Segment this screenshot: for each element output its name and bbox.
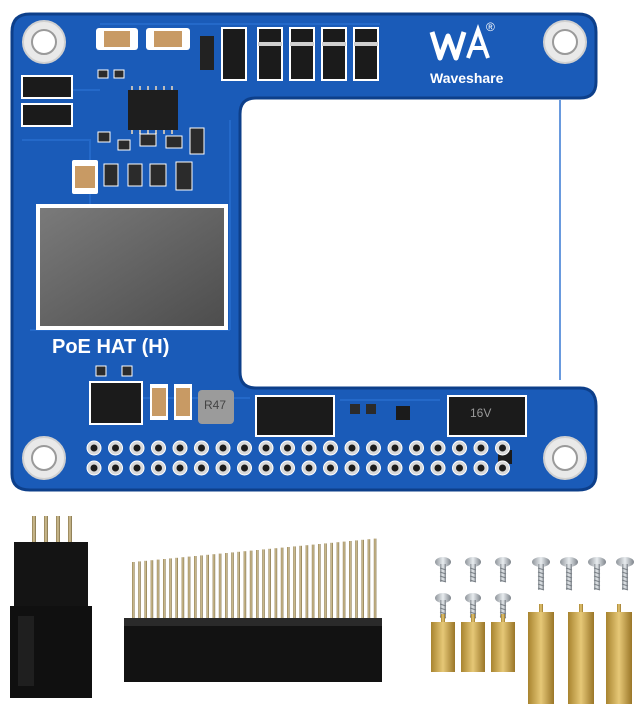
header-pin [305,545,309,620]
header-pin [175,557,178,620]
header-pin [268,548,271,620]
header-pin [355,540,358,620]
mounting-hole-bottom-left [22,436,66,480]
brass-standoff [528,612,554,704]
header-pin [367,539,371,620]
screw [465,557,481,567]
header-pin [194,556,197,620]
top-capacitors [72,28,190,194]
header-pin [336,542,340,620]
header-pin [181,557,185,620]
screw [588,557,606,567]
header-pin [274,548,278,620]
mounting-hole-top-left [22,20,66,64]
screw [495,593,511,603]
diode-row [200,27,379,81]
screw [465,593,481,603]
header-pin [231,552,234,620]
controller-chip [128,86,178,134]
header-pin [330,542,333,620]
header-pin [200,555,203,620]
inductor-marking: R47 [204,398,227,412]
header-pin [218,553,222,620]
mosfet-marking-right: 16V [470,406,492,420]
header-pin [342,541,346,620]
header-pin [163,559,166,620]
header-pin [299,545,302,620]
header-pin [169,558,172,620]
header-pin [361,539,364,620]
isolation-module [36,204,228,330]
header-pin [249,550,253,620]
waveshare-logo-icon [429,24,490,61]
header-pin [144,560,147,620]
header-pin [138,561,141,620]
header-pin [324,543,327,620]
screw [435,593,451,603]
header-pin [280,547,284,620]
header-pin [212,554,216,620]
header-pin [243,551,247,620]
header-pin [256,550,259,620]
header-pin [262,549,265,620]
left-small-diodes [21,75,73,127]
screw [495,557,511,567]
screw [560,557,578,567]
screw [616,557,634,567]
registered-mark: ® [486,20,495,34]
brass-standoff [431,622,455,672]
header-pin [156,559,160,620]
header-pin [373,538,377,620]
header-pin [225,553,228,620]
gpio-header-holes [86,440,510,476]
jumper-header-accessory [10,516,92,698]
header-pin [311,544,315,620]
header-pin [293,546,296,620]
header-pin [132,562,135,620]
lower-components [89,365,527,464]
brass-standoff [461,622,485,672]
brand-name: Waveshare [430,70,504,86]
screw [532,557,550,567]
header-pin [206,554,209,620]
mounting-hole-top-right [543,20,587,64]
brass-standoff [491,622,515,672]
brass-standoff [606,612,632,704]
header-pin [349,541,352,620]
header-pin [287,547,290,620]
brass-standoff [568,612,594,704]
smd-components [97,69,205,191]
header-pin [318,544,321,620]
long-pin-header [124,538,382,682]
screws-and-standoffs [431,557,634,704]
board-title: PoE HAT (H) [52,336,170,358]
mounting-hole-bottom-right [543,436,587,480]
header-pin [187,556,191,620]
header-pin [150,560,154,620]
header-pin [237,551,240,620]
screw [435,557,451,567]
